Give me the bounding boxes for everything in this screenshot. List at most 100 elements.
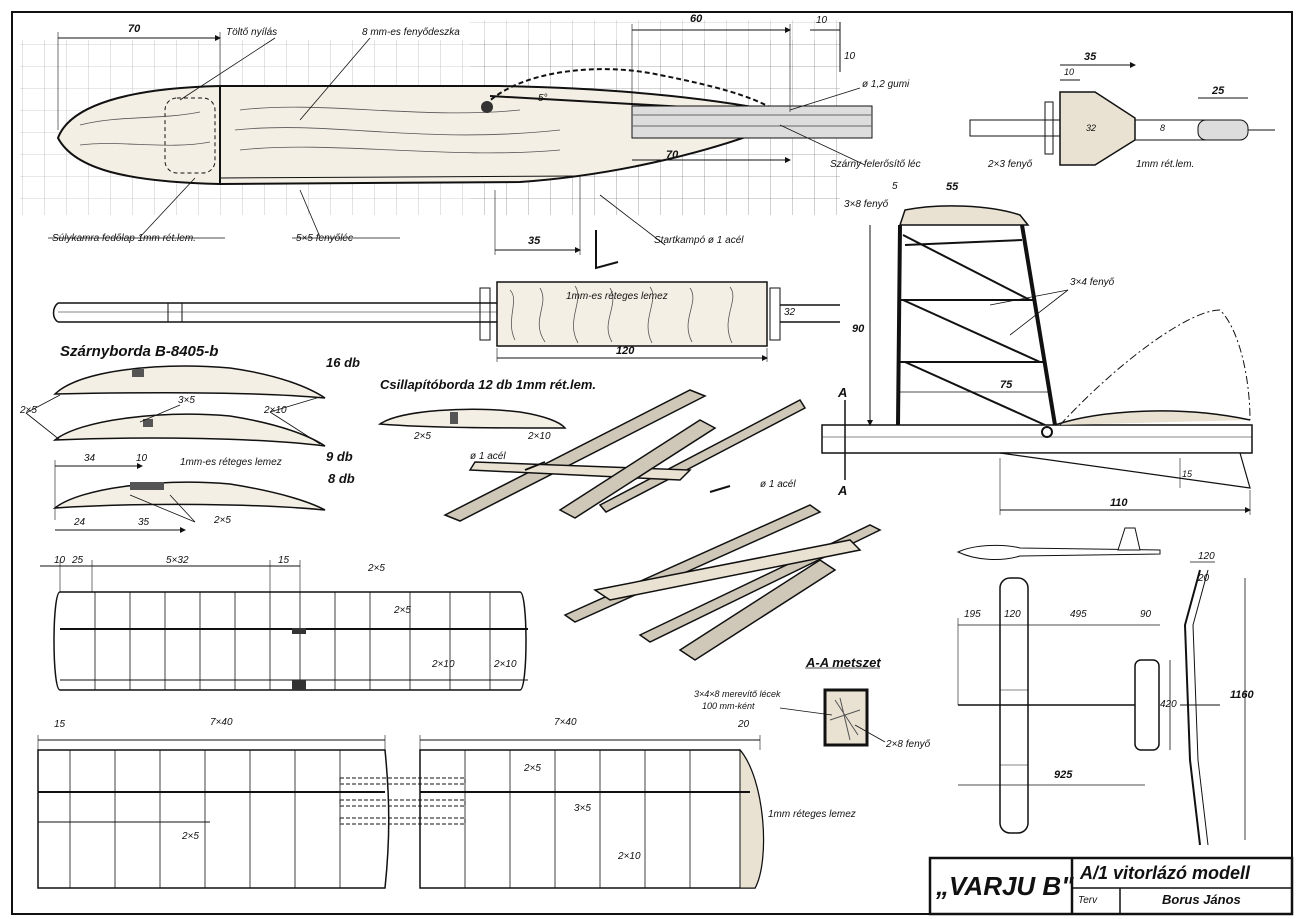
- stab-spar-2x5: 2×5: [414, 431, 431, 442]
- dim-5-deg: 5°: [538, 93, 548, 104]
- rib-spar-2x5-b: 2×5: [214, 515, 231, 526]
- nose-dim-25: 25: [1212, 85, 1225, 97]
- tv-dim-1160: 1160: [1230, 689, 1254, 701]
- rubber-label: ø 1,2 gumi: [862, 79, 910, 90]
- wing-plan: [37, 735, 765, 889]
- title-block: [928, 856, 1294, 916]
- dim-70-top: 70: [128, 23, 141, 35]
- rib-dim-24: 24: [74, 517, 86, 528]
- steel-label-a: ø 1 acél: [470, 451, 506, 462]
- nose-dim-32: 32: [1086, 123, 1097, 133]
- nose-dim-10: 10: [1064, 67, 1075, 77]
- tv-dim-90: 90: [1140, 609, 1152, 620]
- tv-dim-20-front: 20: [1198, 573, 1210, 584]
- tv-dim-420: 420: [1160, 699, 1177, 710]
- designer-name: Borus János: [1162, 892, 1241, 907]
- stab-plan-spar-2x5-a: 2×5: [368, 563, 385, 574]
- fin-dim-110: 110: [1110, 497, 1128, 509]
- pine-strip-label: 5×5 fenyőléc: [296, 233, 353, 244]
- filler-opening-label: Töltő nyílás: [226, 27, 278, 38]
- nose-plywood-label: 1mm rét.lem.: [1136, 159, 1195, 170]
- rib-dim-35: 35: [138, 517, 150, 528]
- rib-count-8: 8 db: [328, 471, 355, 486]
- rib-count-16: 16 db: [326, 355, 360, 370]
- fin-dim-5: 5: [892, 181, 898, 192]
- stab-plan-spar-2x5-b: 2×5: [394, 605, 411, 616]
- stab-plan-dim-25: 25: [72, 555, 84, 566]
- stab-plan-dim-10: 10: [54, 555, 66, 566]
- nose-dim-35: 35: [1084, 51, 1097, 63]
- fin-dim-15: 15: [1182, 469, 1193, 479]
- nose-detail: [969, 62, 1275, 166]
- rib-ply-label: 1mm-es réteges lemez: [180, 457, 282, 468]
- stab-rib-isometric: [377, 389, 882, 661]
- dim-10-b: 10: [844, 51, 856, 62]
- wing-plan-dim-15: 15: [54, 719, 66, 730]
- fuselage-top-view: [52, 281, 840, 362]
- stab-plan-dim-15: 15: [278, 555, 290, 566]
- model-name: „VARJU B": [936, 871, 1074, 901]
- stab-plan-spar-2x10-b: 2×10: [494, 659, 517, 670]
- model-type: A/1 vitorlázó modell: [1080, 863, 1251, 883]
- wing-plan-dim-7x40-right: 7×40: [554, 717, 577, 728]
- wing-plan-spar-2x10: 2×10: [618, 851, 641, 862]
- sheet-border: [11, 11, 1293, 915]
- rib-spar-3x5: 3×5: [178, 395, 195, 406]
- section-aa-pine: 2×8 fenyő: [886, 739, 931, 750]
- fin-pine-3x4: 3×4 fenyő: [1070, 277, 1115, 288]
- dim-120: 120: [616, 345, 635, 357]
- rib-count-9: 9 db: [326, 449, 353, 464]
- dim-70-mid: 70: [666, 149, 679, 161]
- wing-plan-dim-20: 20: [738, 719, 750, 730]
- stiffener-spacing: 100 mm-ként: [702, 701, 755, 711]
- section-aa: [779, 667, 886, 747]
- rib-spar-2x10: 2×10: [264, 405, 287, 416]
- wing-plan-spar-2x5-a: 2×5: [182, 831, 199, 842]
- rib-dim-10: 10: [136, 453, 148, 464]
- stab-plan-dim-5x32: 5×32: [166, 555, 189, 566]
- fuselage-side-view: [20, 20, 873, 270]
- stab-spar-2x10: 2×10: [528, 431, 551, 442]
- fin-dim-90: 90: [852, 323, 865, 335]
- stab-plan-spar-2x10-a: 2×10: [432, 659, 455, 670]
- wing-tip-ply-label: 1mm réteges lemez: [768, 809, 856, 820]
- fin-dim-75: 75: [1000, 379, 1013, 391]
- wing-plan-spar-2x5-b: 2×5: [524, 763, 541, 774]
- tv-dim-925: 925: [1054, 769, 1073, 781]
- stab-ribs-heading: Csillapítóborda 12 db 1mm rét.lem.: [380, 377, 596, 392]
- dim-32: 32: [784, 307, 796, 318]
- wing-plan-spar-3x5: 3×5: [574, 803, 591, 814]
- tv-dim-495: 495: [1070, 609, 1087, 620]
- section-marker-a-top: A: [838, 385, 848, 400]
- wing-mount-label: Szárny felerősítő léc: [830, 159, 921, 170]
- fin-dim-55: 55: [946, 181, 959, 193]
- tv-dim-195: 195: [964, 609, 981, 620]
- section-marker-a-bottom: A: [838, 483, 848, 498]
- wing-plan-dim-7x40-left: 7×40: [210, 717, 233, 728]
- tv-dim-120-front: 120: [1198, 551, 1215, 562]
- wing-ribs: [25, 365, 326, 533]
- fin-side-view: [821, 205, 1253, 515]
- dim-35: 35: [528, 235, 541, 247]
- start-hook-label: Startkampó ø 1 acél: [654, 235, 744, 246]
- dim-10-a: 10: [816, 15, 828, 26]
- fin-pine-3x8: 3×8 fenyő: [844, 199, 889, 210]
- stabilizer-plan: [40, 560, 528, 691]
- pine-board-label: 8 mm-es fenyődeszka: [362, 27, 460, 38]
- wing-ribs-heading: Szárnyborda B-8405-b: [60, 343, 219, 360]
- stiffener-label: 3×4×8 merevítő lécek: [694, 689, 781, 699]
- weight-chamber-label: Súlykamra fedőlap 1mm rét.lem.: [52, 233, 196, 244]
- rib-spar-2x5: 2×5: [20, 405, 37, 416]
- nose-pine-label: 2×3 fenyő: [988, 159, 1033, 170]
- three-view: [956, 527, 1246, 846]
- designer-label: Terv: [1078, 895, 1098, 906]
- plywood-1mm-label: 1mm-es réteges lemez: [566, 291, 668, 302]
- section-aa-heading: A-A metszet: [806, 655, 881, 670]
- steel-label-b: ø 1 acél: [760, 479, 796, 490]
- dim-60: 60: [690, 13, 703, 25]
- nose-dim-8: 8: [1160, 123, 1166, 133]
- tv-dim-120: 120: [1004, 609, 1021, 620]
- rib-dim-34: 34: [84, 453, 96, 464]
